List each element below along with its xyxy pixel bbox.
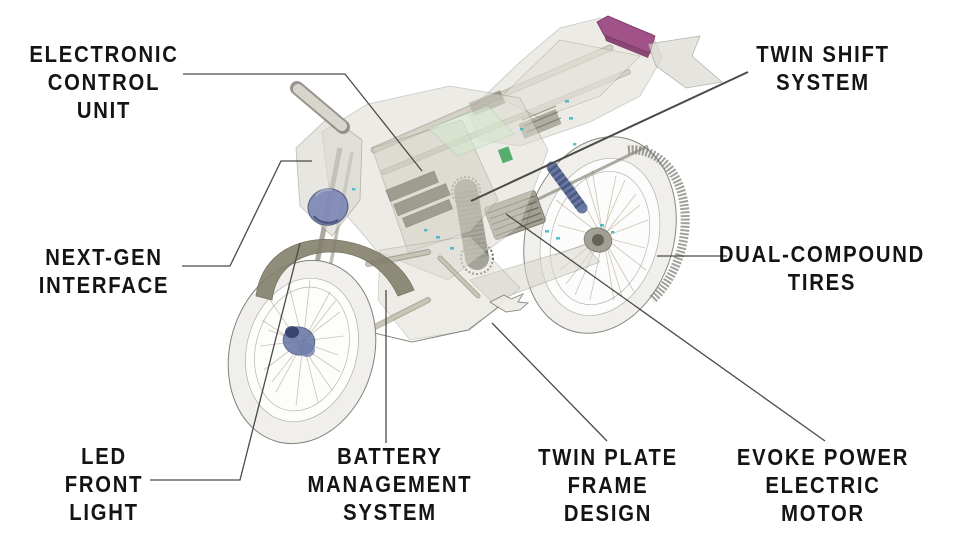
tire-tread	[627, 145, 690, 304]
leader-line-twin-plate	[491, 322, 608, 442]
seat-pad-front-face	[604, 35, 650, 58]
leader-line-evoke-motor	[505, 213, 826, 442]
green-module	[497, 146, 514, 164]
label-next-gen-interface: NEXT-GEN INTERFACE	[38, 244, 170, 298]
micro-part-marks	[352, 100, 615, 250]
tail-top-deck	[499, 39, 641, 119]
belly-pan	[377, 235, 521, 341]
label-twin-shift-system: TWIN SHIFT SYSTEM	[756, 41, 890, 95]
leader-lines	[150, 71, 826, 481]
footpeg-bracket	[489, 293, 530, 313]
leader-line-led	[150, 242, 301, 481]
leader-line-ecu	[183, 73, 423, 172]
front-wheel	[227, 259, 377, 445]
label-evoke-power-motor: EVOKE POWER ELECTRIC MOTOR	[736, 444, 910, 526]
swingarm	[469, 244, 601, 303]
main-body	[321, 85, 549, 343]
windscreen-glass	[427, 105, 515, 157]
leader-line-next-gen	[182, 160, 312, 267]
battery-cells	[385, 170, 453, 228]
label-twin-plate-frame: TWIN PLATE FRAME DESIGN	[538, 444, 678, 526]
front-end	[227, 81, 415, 445]
label-led-front-light: LED FRONT LIGHT	[64, 443, 144, 525]
leader-line-twin-shift	[470, 71, 749, 202]
label-dual-compound-tires: DUAL-COMPOUND TIRES	[718, 241, 926, 295]
label-battery-management: BATTERY MANAGEMENT SYSTEM	[307, 443, 473, 525]
label-electronic-control-unit: ELECTRONIC CONTROL UNIT	[29, 41, 179, 123]
tail-fin	[647, 35, 723, 89]
